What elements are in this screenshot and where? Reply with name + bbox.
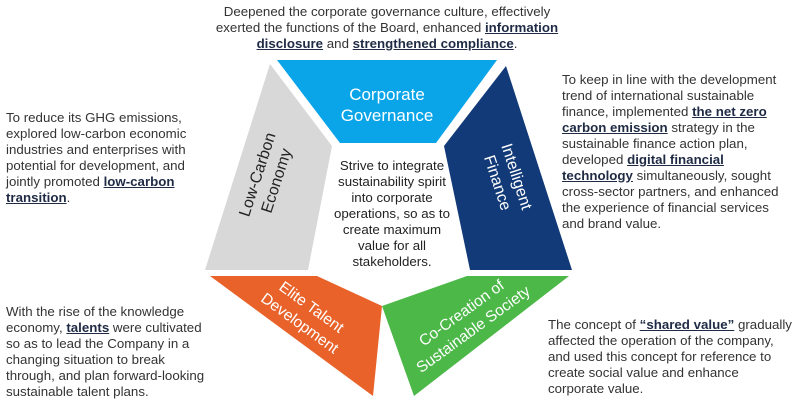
- desc-text: To keep in line with the development tre…: [562, 72, 777, 119]
- segment-low-carbon: [205, 64, 332, 270]
- desc-text: simultaneously, sought cross-sector part…: [562, 168, 779, 231]
- desc-text: were cultivated so as to lead the Compan…: [6, 320, 205, 399]
- desc-text: .: [513, 36, 518, 51]
- segment-intelligent-finance: [444, 66, 572, 270]
- center-line: stakeholders.: [352, 254, 432, 269]
- desc-text: The concept of: [548, 317, 640, 332]
- desc-text: strategy in the sustainable finance acti…: [562, 120, 755, 167]
- desc-text: To reduce its GHG emissions, explored lo…: [6, 110, 187, 189]
- description-intelligent-finance: To keep in line with the development tre…: [562, 72, 794, 232]
- desc-text: and: [323, 36, 353, 51]
- center-line: sustainability spirit: [338, 174, 446, 189]
- desc-highlight: digital financial technology: [562, 152, 724, 183]
- description-corporate-governance: Deepened the corporate governance cultur…: [212, 4, 562, 52]
- desc-highlight: low-carbon transition: [6, 174, 175, 205]
- center-line: Strive to integrate: [339, 158, 445, 173]
- desc-highlight: talents: [66, 320, 110, 335]
- desc-text: With the rise of the knowledge economy,: [6, 304, 185, 335]
- desc-highlight: the net zero carbon emission: [562, 104, 767, 135]
- segment-top-line2: Governance: [341, 106, 434, 125]
- center-line: operations, so as to: [333, 206, 451, 221]
- desc-highlight: “shared value”: [639, 317, 735, 332]
- desc-text: .: [66, 190, 71, 205]
- desc-text: gradually affected the operation of the …: [548, 317, 792, 396]
- center-line: into corporate: [351, 190, 433, 205]
- segment-top-line1: Corporate: [349, 85, 425, 104]
- center-line: value for all: [358, 238, 426, 253]
- description-co-creation: The concept of “shared value” gradually …: [548, 317, 796, 397]
- description-elite-talent: With the rise of the knowledge economy, …: [6, 304, 216, 400]
- segment-corporate-governance: [277, 60, 497, 143]
- desc-highlight: strengthened compliance: [352, 36, 514, 51]
- description-low-carbon: To reduce its GHG emissions, explored lo…: [6, 110, 206, 206]
- desc-highlight: information disclosure: [256, 20, 559, 51]
- segment-co-creation: [382, 276, 569, 396]
- center-line: create maximum: [342, 222, 442, 237]
- desc-text: Deepened the corporate governance cultur…: [215, 4, 551, 35]
- segment-elite-talent: [210, 276, 382, 396]
- center-statement: Strive to integrate sustainability spiri…: [326, 158, 458, 270]
